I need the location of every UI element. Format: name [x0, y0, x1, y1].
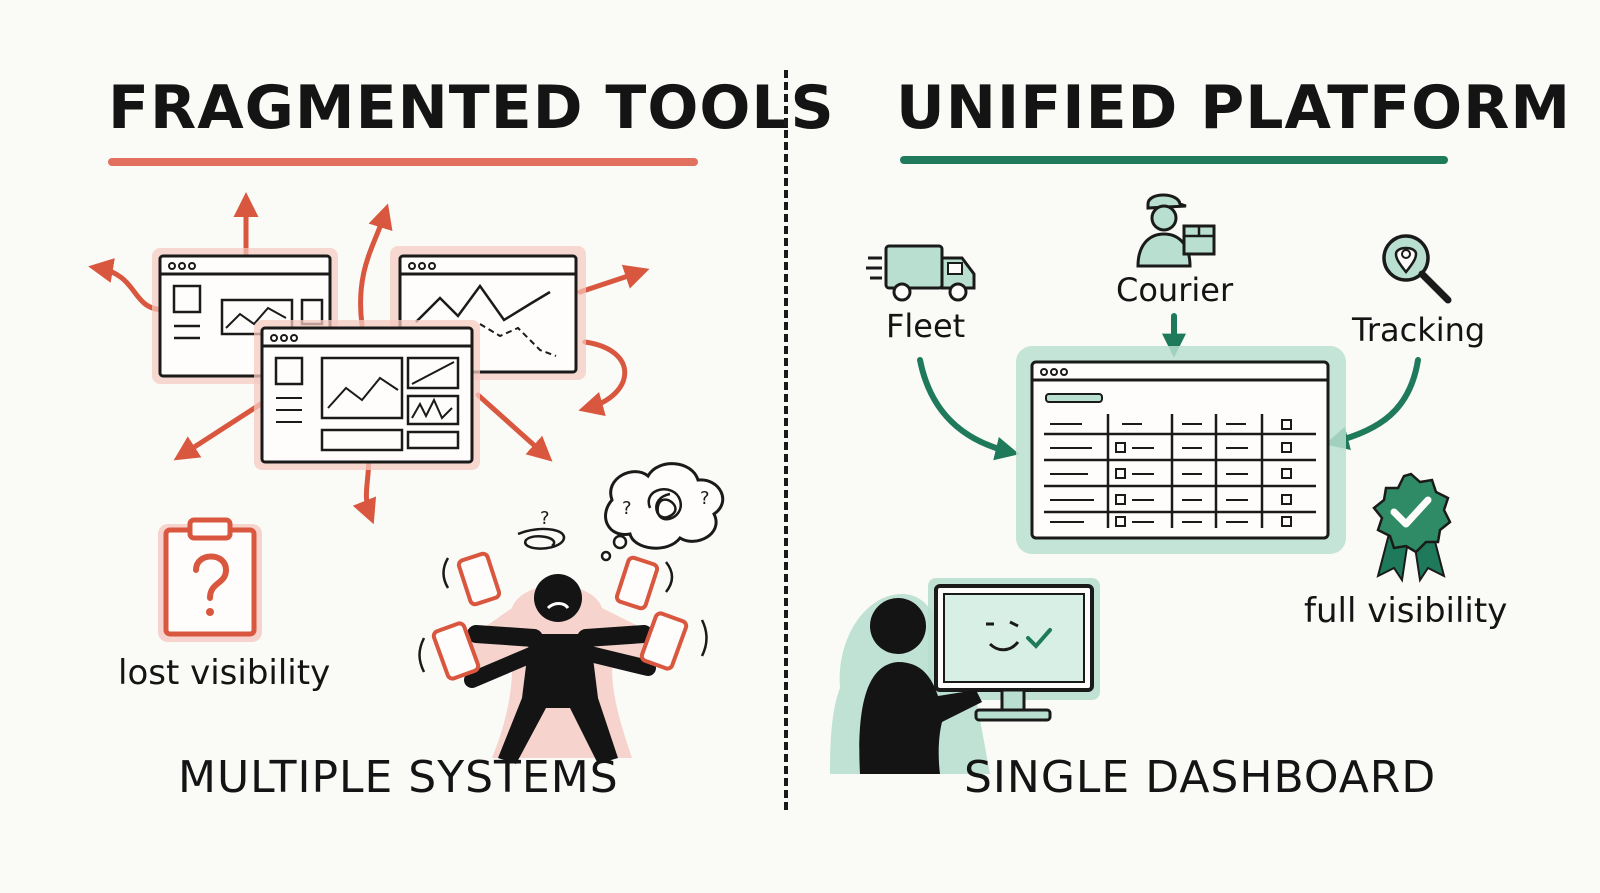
stressed-person-illustration: ? ? ? — [418, 462, 725, 764]
verified-badge-icon — [1372, 472, 1452, 583]
unified-title: UNIFIED PLATFORM — [896, 73, 1572, 143]
phone-icon — [639, 611, 689, 671]
full-visibility-caption: full visibility — [1304, 591, 1508, 631]
phone-icon — [456, 551, 502, 607]
phone-icon — [431, 621, 481, 681]
person-at-monitor-illustration — [830, 578, 1100, 774]
unified-dashboard-illustration — [917, 313, 1421, 554]
fragmented-title-underline — [108, 158, 698, 166]
tracking-arrow — [1324, 357, 1421, 450]
fragmented-windows-illustration — [88, 192, 650, 525]
svg-text:?: ? — [700, 488, 710, 509]
fleet-label: Fleet — [886, 307, 966, 345]
panel-divider — [784, 70, 788, 810]
scatter-arrow — [358, 203, 393, 328]
tracking-label: Tracking — [1352, 311, 1486, 349]
scatter-arrow — [578, 339, 628, 417]
courier-icon — [1136, 193, 1216, 268]
confused-thought-cloud: ? ? — [600, 462, 725, 562]
phone-icon — [614, 555, 660, 611]
app-window-3 — [254, 320, 480, 470]
fragmented-panel: FRAGMENTED TOOLS — [0, 0, 834, 893]
single-dashboard-caption: SINGLE DASHBOARD — [964, 752, 1437, 803]
multiple-systems-caption: MULTIPLE SYSTEMS — [178, 752, 619, 803]
courier-label: Courier — [1116, 271, 1234, 309]
fragmented-title: FRAGMENTED TOOLS — [108, 73, 835, 143]
unified-dashboard-window — [1016, 346, 1346, 554]
clipboard-question-icon — [158, 517, 262, 642]
unified-panel: UNIFIED PLATFORM Fleet Courier Tracking — [800, 0, 1600, 893]
tracking-magnifier-icon — [1382, 234, 1452, 304]
lost-visibility-caption: lost visibility — [118, 653, 331, 693]
truck-icon — [866, 244, 976, 302]
svg-text:?: ? — [540, 508, 550, 529]
scatter-arrow — [475, 392, 553, 462]
unified-title-underline — [900, 156, 1448, 164]
svg-text:?: ? — [622, 498, 632, 519]
scatter-arrow — [577, 264, 650, 295]
fleet-arrow — [917, 357, 1020, 461]
